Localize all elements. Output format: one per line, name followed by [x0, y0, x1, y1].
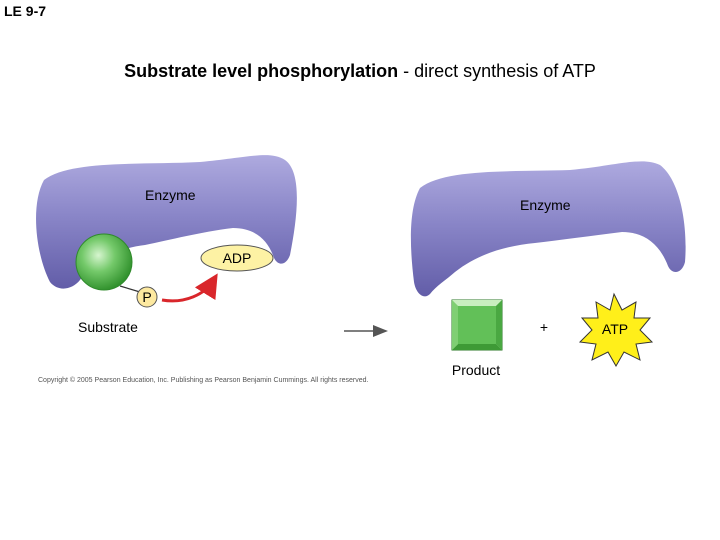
title-rest: - direct synthesis of ATP — [398, 61, 596, 81]
page-title: Substrate level phosphorylation - direct… — [0, 61, 720, 82]
product-cube — [451, 299, 503, 351]
copyright-notice: Copyright © 2005 Pearson Education, Inc.… — [38, 377, 369, 384]
enzyme-left-label: Enzyme — [145, 187, 196, 203]
substrate-sphere — [75, 233, 133, 291]
adp-pill — [200, 244, 274, 272]
substrate-label: Substrate — [78, 319, 138, 335]
plus-sign: + — [540, 319, 548, 335]
phosphate-transfer-arrow — [161, 273, 218, 303]
adp-label: ADP — [223, 250, 252, 266]
atp-label: ATP — [602, 321, 628, 337]
substrate-phosphate-bond — [119, 285, 141, 293]
phosphate-label: P — [142, 289, 151, 305]
title-bold: Substrate level phosphorylation — [124, 61, 399, 81]
enzyme-right-shape — [410, 161, 686, 297]
enzyme-right-label: Enzyme — [520, 197, 571, 213]
slide-label: LE 9-7 — [4, 3, 47, 19]
product-label: Product — [452, 362, 500, 378]
phosphate-circle — [136, 286, 158, 308]
atp-starburst — [578, 292, 654, 368]
